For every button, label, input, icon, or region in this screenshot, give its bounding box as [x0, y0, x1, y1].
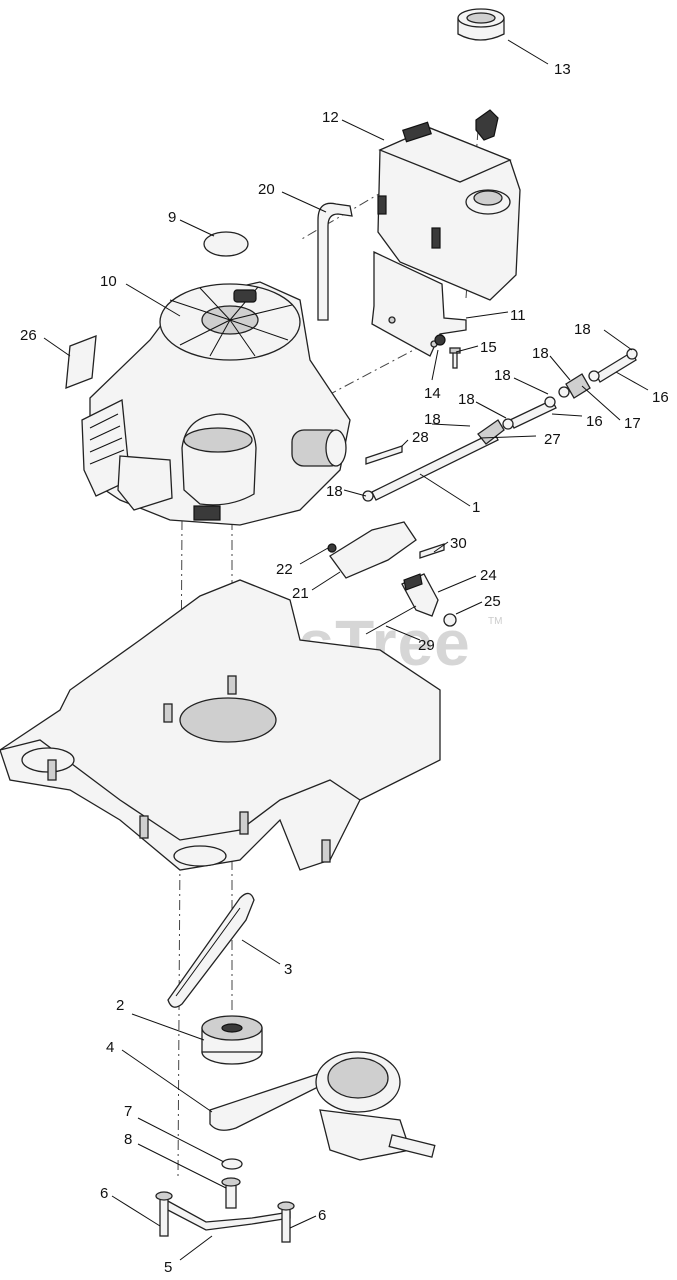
callout-9: 9: [168, 209, 176, 226]
callout-15: 15: [480, 339, 497, 356]
callout-5: 5: [164, 1259, 172, 1276]
pulley-bolt: [221, 1177, 241, 1209]
callout-18: 18: [424, 411, 441, 428]
callout-1: 1: [472, 499, 480, 516]
throttle-bracket: [327, 521, 417, 579]
fuel-tank: [377, 121, 521, 301]
engine-fan-fins: [169, 286, 293, 357]
link-bolt-right: [277, 1201, 295, 1243]
callout-21: 21: [292, 585, 309, 602]
leader-lines: [43, 39, 649, 1261]
tank-bracket: [371, 250, 467, 357]
hose-clamps: [362, 348, 638, 502]
callout-25: 25: [484, 593, 501, 610]
pulley-washer: [221, 1158, 243, 1170]
throttle-decal: [419, 543, 445, 559]
throttle-nut: [443, 613, 457, 627]
callout-18: 18: [532, 345, 549, 362]
transaxle: [315, 1051, 436, 1161]
callout-4: 4: [106, 1039, 114, 1056]
callout-14: 14: [424, 385, 441, 402]
mower-frame: [0, 579, 441, 871]
decal-small: [365, 445, 403, 465]
bracket-nut: [434, 334, 446, 346]
callout-7: 7: [124, 1103, 132, 1120]
callout-20: 20: [258, 181, 275, 198]
watermark-tm: TM: [488, 616, 502, 627]
fuel-hose: [317, 202, 353, 321]
callout-10: 10: [100, 273, 117, 290]
callout-6: 6: [318, 1207, 326, 1224]
callout-30: 30: [450, 535, 467, 552]
callout-8: 8: [124, 1131, 132, 1148]
callout-28: 28: [412, 429, 429, 446]
callout-12: 12: [322, 109, 339, 126]
throttle-cable: [365, 605, 417, 635]
throttle-lever: [401, 573, 439, 617]
fuel-line-assembly: [362, 348, 638, 502]
decal-side: [65, 335, 97, 389]
engine-pulley: [201, 1015, 263, 1065]
cap-tether-clip: [475, 109, 499, 141]
fuel-cap: [457, 8, 505, 41]
decal-oval: [203, 231, 249, 257]
engine-cooling-grille: [89, 413, 125, 465]
callouts: 13 12 20 9 10 11 26 18 15 18 16 14 18 18…: [20, 61, 669, 1276]
engine: [81, 281, 351, 526]
callout-17: 17: [624, 415, 641, 432]
callout-6: 6: [100, 1185, 108, 1202]
callout-18: 18: [326, 483, 343, 500]
callout-18: 18: [458, 391, 475, 408]
callout-16: 16: [586, 413, 603, 430]
callout-16: 16: [652, 389, 669, 406]
callout-22: 22: [276, 561, 293, 578]
callout-29: 29: [418, 637, 435, 654]
callout-13: 13: [554, 61, 571, 78]
frame-bosses: [47, 675, 331, 863]
callout-24: 24: [480, 567, 497, 584]
callout-18: 18: [494, 367, 511, 384]
callout-18: 18: [574, 321, 591, 338]
drive-belt: [167, 892, 255, 1008]
callout-3: 3: [284, 961, 292, 978]
callout-26: 26: [20, 327, 37, 344]
callout-27: 27: [544, 431, 561, 448]
callout-2: 2: [116, 997, 124, 1014]
callout-11: 11: [510, 307, 526, 324]
link-bolt-left: [155, 1191, 173, 1237]
